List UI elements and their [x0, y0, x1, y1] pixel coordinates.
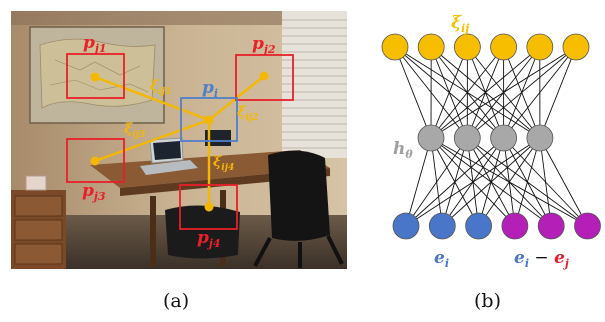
hidden-node — [417, 124, 445, 152]
hidden-node — [490, 124, 518, 152]
point-pi — [204, 115, 214, 125]
line-xi3 — [94, 118, 210, 163]
office-chair — [253, 150, 344, 268]
line-xi1 — [94, 75, 210, 122]
front-chair — [165, 205, 240, 259]
network-edge — [514, 137, 541, 227]
caption-b: (b) — [474, 290, 501, 312]
box-pj2 — [235, 54, 294, 101]
input-node-diff — [574, 212, 601, 240]
input-node-ei — [465, 212, 493, 240]
output-node — [453, 33, 481, 61]
network-edge — [478, 137, 541, 227]
box-pj1 — [66, 53, 125, 99]
input-node-ei — [392, 212, 420, 240]
output-node — [381, 33, 409, 61]
point-pj4 — [204, 202, 214, 212]
network-edge — [430, 46, 577, 139]
point-pj2 — [259, 71, 269, 81]
input-node-ei — [428, 212, 456, 240]
network-edge — [430, 46, 541, 139]
input-node-diff — [537, 212, 565, 240]
network-edge — [539, 46, 577, 139]
network-nodes — [381, 33, 601, 240]
window-blinds — [282, 11, 347, 158]
back-monitor — [205, 130, 231, 146]
output-node — [490, 33, 518, 61]
input-node-diff — [501, 212, 529, 240]
network-edge — [405, 137, 432, 227]
output-node — [417, 33, 445, 61]
point-pj3 — [90, 156, 100, 166]
box-pi — [180, 97, 238, 142]
network-edge — [539, 137, 588, 227]
panel-b-labels: ξij hθ ei ei − ej — [393, 13, 569, 270]
network-edge — [441, 137, 541, 227]
label-h-theta: hθ — [393, 139, 413, 161]
panel-a-photo — [11, 11, 347, 269]
network-edge — [430, 46, 468, 139]
hidden-node — [453, 124, 481, 152]
label-ei-minus-ej: ei − ej — [514, 248, 569, 270]
output-node — [562, 33, 590, 61]
output-node — [526, 33, 554, 61]
label-xi-ij: ξij — [451, 13, 469, 35]
network-edge — [503, 46, 577, 139]
network-edge — [394, 46, 432, 139]
keypoints — [90, 71, 269, 212]
point-pj1 — [90, 72, 100, 82]
network-edge — [467, 46, 577, 139]
box-pj3 — [66, 138, 125, 183]
network-edge — [430, 46, 504, 139]
hidden-node — [526, 124, 554, 152]
laptop — [140, 137, 198, 175]
network-edges — [394, 46, 588, 227]
label-ei: ei — [434, 248, 449, 270]
box-pj4 — [179, 184, 238, 230]
network-edge — [405, 137, 468, 227]
network-edge — [405, 137, 504, 227]
drawer-cabinet — [11, 175, 66, 269]
caption-a: (a) — [163, 290, 190, 312]
patch-boxes — [66, 53, 294, 230]
network-edge — [539, 137, 552, 227]
network-edge — [405, 137, 541, 227]
